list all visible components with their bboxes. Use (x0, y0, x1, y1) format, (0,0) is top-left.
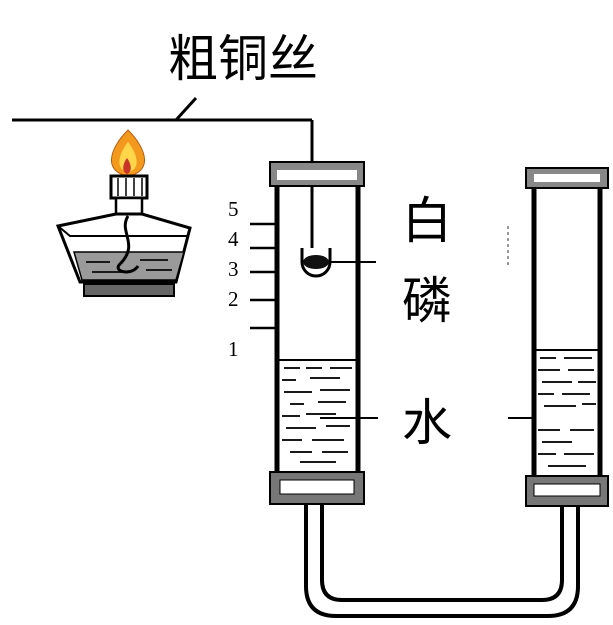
left-tube (269, 161, 365, 505)
white-phosphorus-label-2: 磷 (402, 272, 452, 330)
scale-mark-2: 2 (228, 287, 239, 311)
scale-mark-1: 1 (228, 337, 239, 361)
right-tube (525, 167, 609, 507)
water-label: 水 (402, 394, 452, 452)
scale-mark-4: 4 (228, 227, 239, 251)
right-tube-water (538, 357, 596, 467)
white-phosphorus-label-1: 白 (402, 192, 452, 250)
connecting-tube (304, 504, 580, 618)
copper-wire-label: 粗铜丝 (168, 30, 318, 88)
scale-mark-3: 3 (228, 257, 239, 281)
copper-wire (12, 96, 314, 262)
scale-mark-5: 5 (228, 197, 239, 221)
left-tube-water (282, 367, 352, 463)
alcohol-lamp (55, 129, 192, 297)
volume-scale: 5 4 3 2 1 (228, 197, 276, 361)
